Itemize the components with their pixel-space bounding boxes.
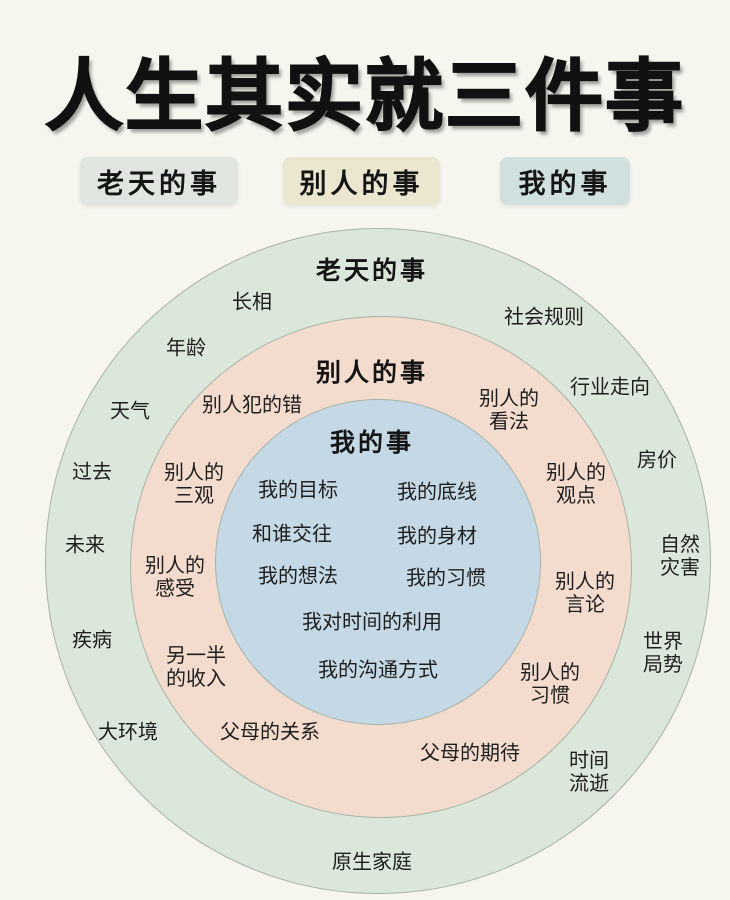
legend-others: 别人的事 bbox=[283, 157, 440, 205]
page-title: 人生其实就三件事 bbox=[44, 51, 685, 143]
outer-item: 年龄 bbox=[166, 335, 206, 360]
legend-heaven-label: 老天的事 bbox=[97, 168, 221, 200]
outer-item: 原生家庭 bbox=[332, 849, 412, 874]
inner-item: 和谁交往 bbox=[252, 521, 332, 546]
middle-item: 别人的 看法 bbox=[479, 386, 539, 433]
legend-mine-label: 我的事 bbox=[518, 168, 612, 200]
middle-item: 另一半 的收入 bbox=[166, 643, 226, 690]
inner-item: 我对时间的利用 bbox=[302, 609, 442, 634]
legend-others-label: 别人的事 bbox=[299, 168, 424, 200]
inner-item: 我的底线 bbox=[397, 479, 477, 504]
middle-item: 别人的 言论 bbox=[555, 569, 615, 616]
outer-item: 时间 流逝 bbox=[569, 748, 609, 795]
outer-item: 社会规则 bbox=[504, 304, 584, 329]
middle-item: 父母的关系 bbox=[220, 719, 320, 744]
inner-item: 我的想法 bbox=[258, 563, 338, 588]
outer-item: 天气 bbox=[110, 398, 150, 423]
middle-ring-title: 别人的事 bbox=[315, 358, 429, 387]
outer-item: 自然 灾害 bbox=[660, 532, 700, 579]
middle-item: 别人的 观点 bbox=[546, 460, 606, 507]
inner-circle bbox=[215, 399, 541, 725]
inner-item: 我的习惯 bbox=[406, 565, 486, 590]
legend-heaven: 老天的事 bbox=[80, 157, 238, 205]
outer-item: 大环境 bbox=[98, 719, 158, 744]
outer-ring-title: 老天的事 bbox=[315, 256, 429, 285]
outer-item: 过去 bbox=[72, 459, 112, 484]
outer-item: 房价 bbox=[637, 447, 677, 472]
middle-item: 别人的 习惯 bbox=[520, 660, 580, 707]
outer-item: 疾病 bbox=[72, 627, 112, 652]
inner-circle-title: 我的事 bbox=[329, 428, 415, 457]
middle-item: 父母的期待 bbox=[420, 740, 520, 765]
legend-mine: 我的事 bbox=[500, 157, 630, 205]
outer-item: 长相 bbox=[232, 289, 272, 314]
middle-item: 别人的 感受 bbox=[145, 553, 205, 600]
outer-item: 未来 bbox=[65, 532, 105, 557]
outer-item: 世界 局势 bbox=[643, 629, 683, 676]
middle-item: 别人犯的错 bbox=[202, 392, 302, 417]
inner-item: 我的目标 bbox=[258, 477, 338, 502]
outer-item: 行业走向 bbox=[570, 374, 650, 399]
inner-item: 我的沟通方式 bbox=[318, 657, 438, 682]
middle-item: 别人的 三观 bbox=[164, 460, 224, 507]
inner-item: 我的身材 bbox=[397, 523, 477, 548]
